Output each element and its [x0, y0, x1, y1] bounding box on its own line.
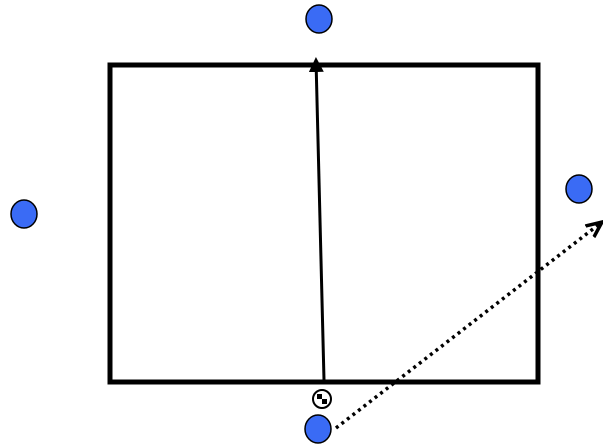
run-arrow — [334, 222, 603, 430]
player-right[interactable] — [565, 174, 593, 204]
player-top[interactable] — [305, 4, 333, 34]
soccer-ball-icon[interactable] — [312, 389, 332, 409]
playing-area — [107, 62, 541, 385]
pass-arrow — [308, 57, 326, 381]
player-bottom[interactable] — [304, 414, 332, 444]
player-left[interactable] — [10, 199, 38, 229]
